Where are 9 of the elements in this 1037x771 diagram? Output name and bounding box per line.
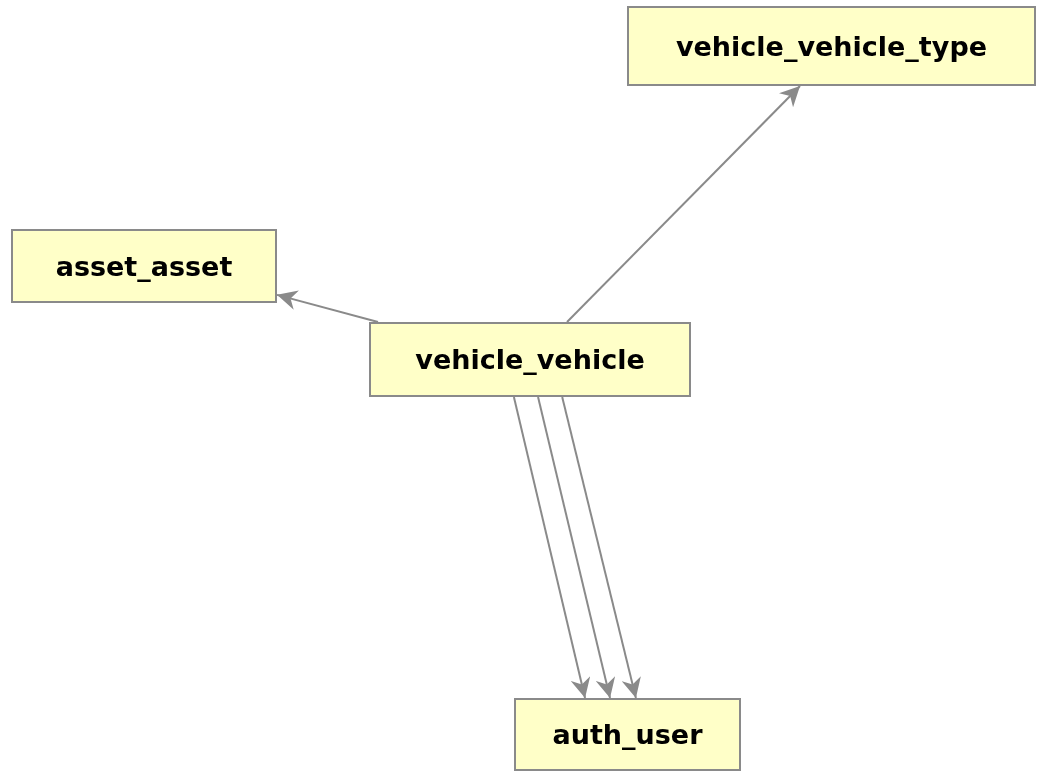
arrow bbox=[537, 396, 616, 699]
arrow bbox=[276, 290, 379, 323]
table-box: auth_user bbox=[514, 698, 741, 771]
table-box: vehicle_vehicle bbox=[369, 322, 691, 397]
arrow bbox=[512, 396, 591, 699]
table-box: vehicle_vehicle_type bbox=[627, 6, 1036, 86]
arrow bbox=[566, 85, 801, 323]
table-box: asset_asset bbox=[11, 229, 277, 303]
arrow bbox=[561, 396, 641, 699]
